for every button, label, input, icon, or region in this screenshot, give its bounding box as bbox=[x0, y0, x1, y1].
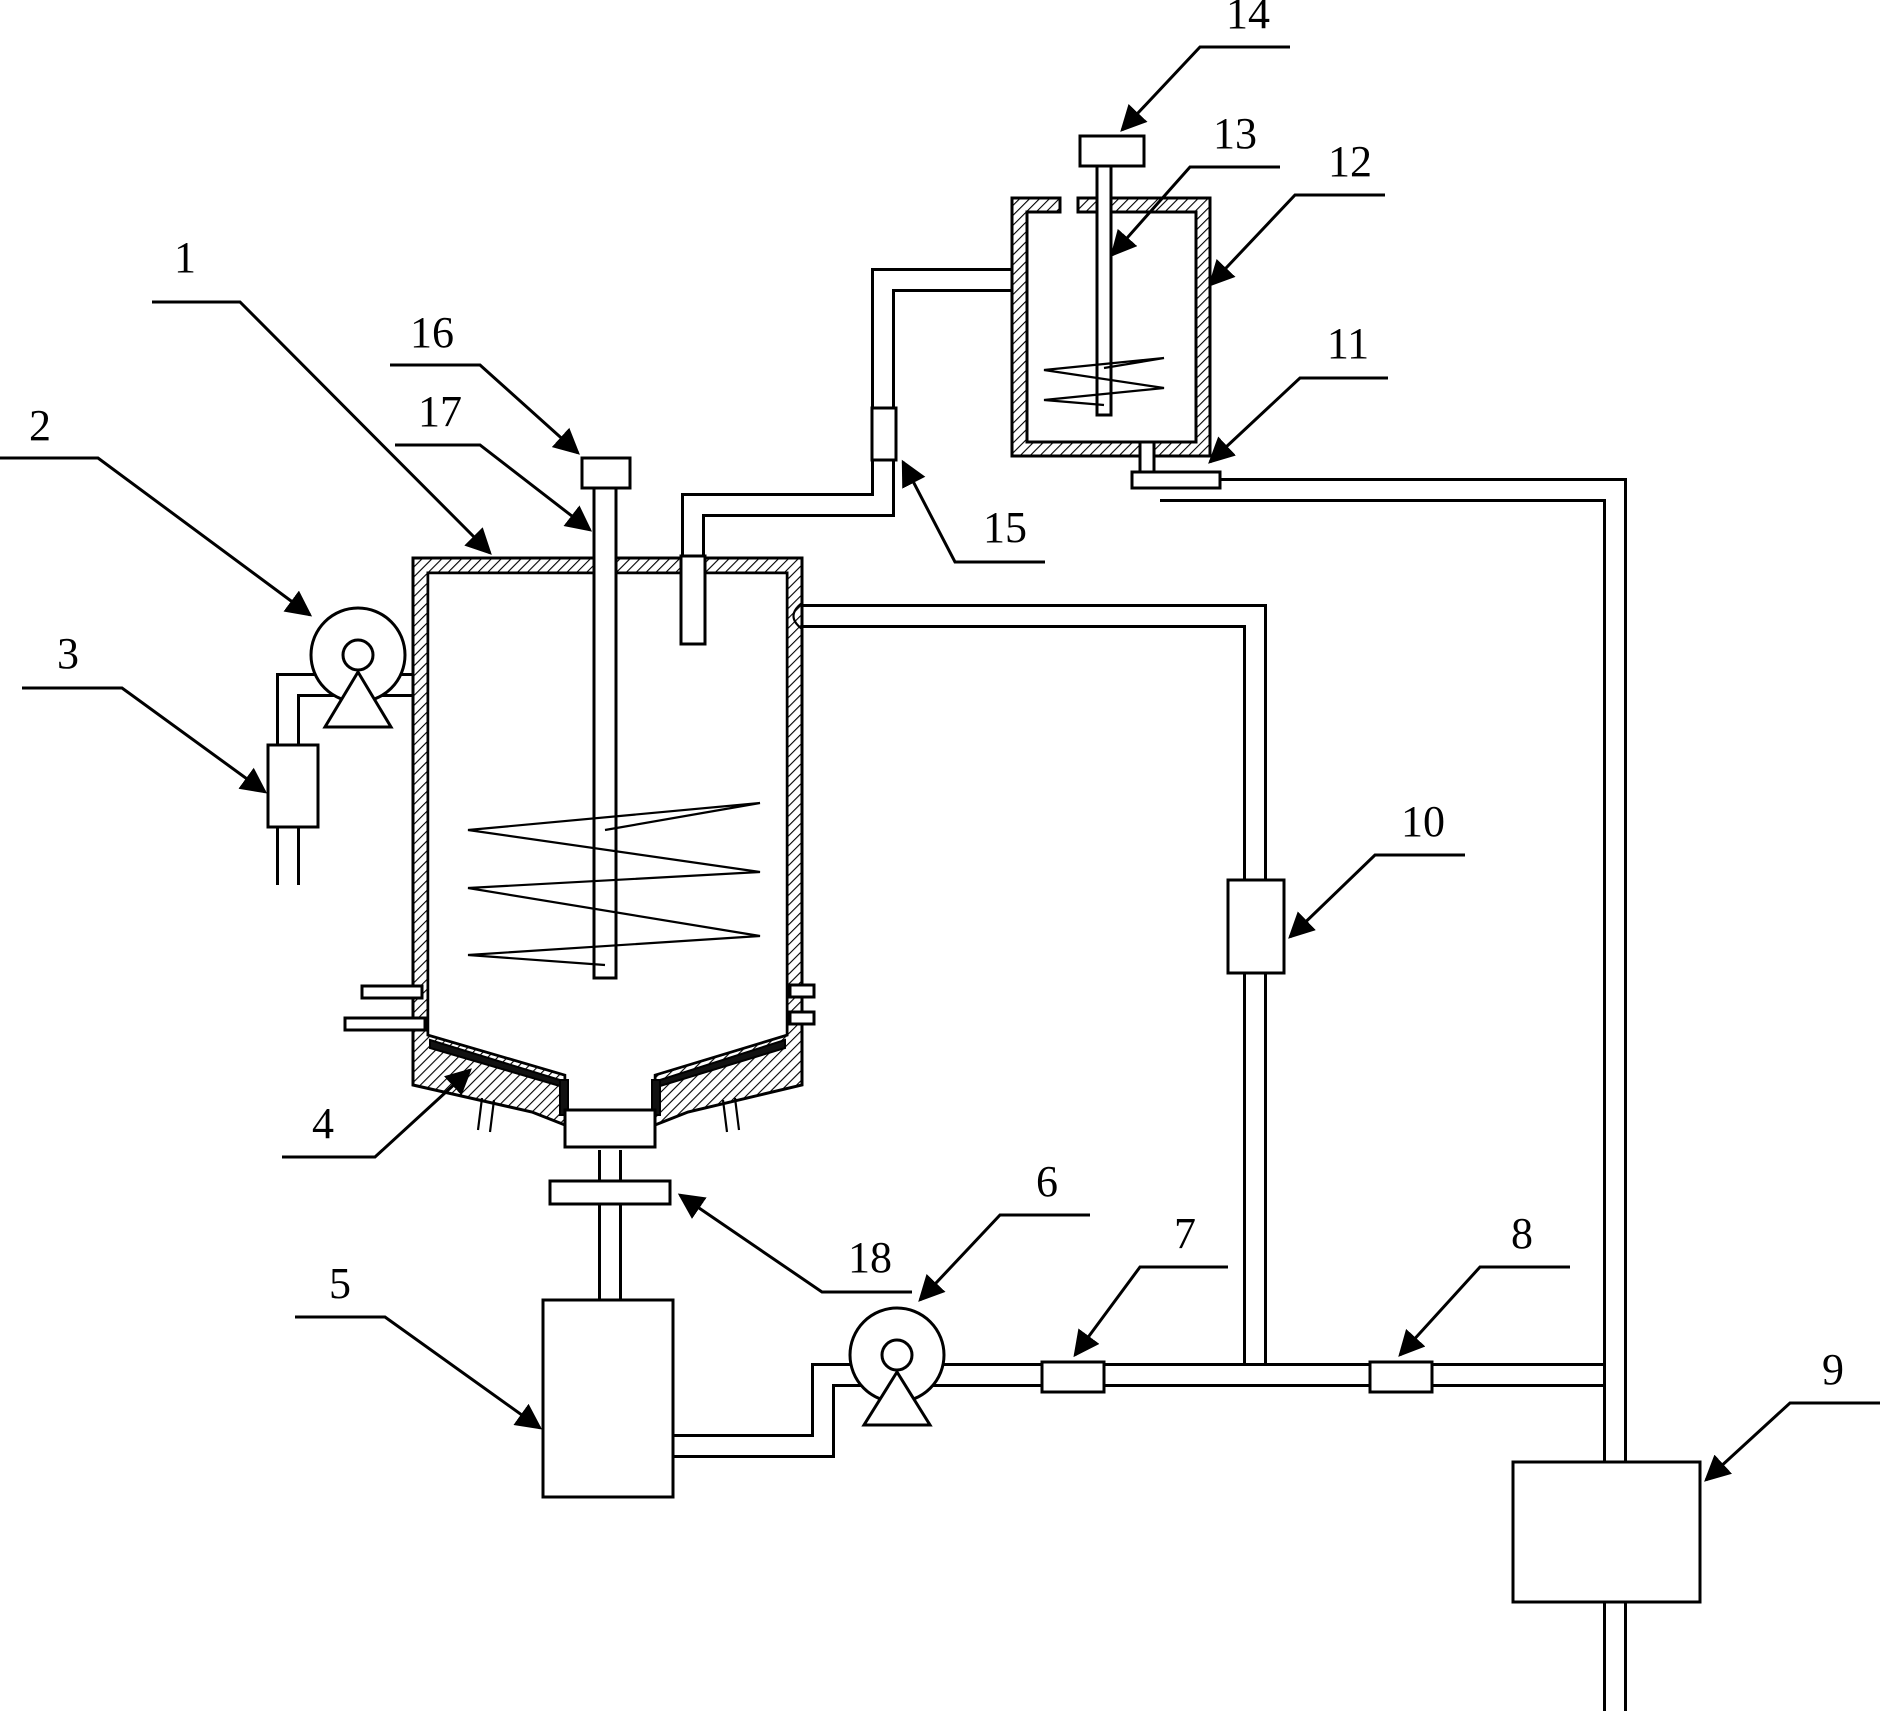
small-stirrer-blade bbox=[1043, 356, 1165, 407]
outlet-valve-11 bbox=[1130, 470, 1222, 490]
label-18: 18 bbox=[848, 1233, 892, 1282]
main-reactor bbox=[343, 456, 816, 1149]
label-10: 10 bbox=[1401, 797, 1445, 846]
flowmeter-10 bbox=[1226, 878, 1286, 975]
pump-2[interactable] bbox=[309, 606, 407, 729]
label-11: 11 bbox=[1327, 319, 1369, 368]
number-labels: 1 2 3 4 5 6 7 8 9 10 11 12 13 14 15 16 1… bbox=[29, 0, 1844, 1394]
valve-7[interactable] bbox=[1040, 1360, 1106, 1394]
label-9: 9 bbox=[1822, 1345, 1844, 1394]
valve-8[interactable] bbox=[1368, 1360, 1434, 1394]
label-6: 6 bbox=[1036, 1157, 1058, 1206]
label-5: 5 bbox=[329, 1259, 351, 1308]
label-7: 7 bbox=[1174, 1209, 1196, 1258]
label-13: 13 bbox=[1213, 109, 1257, 158]
coupling-18 bbox=[548, 1179, 672, 1206]
receiver-box-5 bbox=[541, 1298, 675, 1499]
small-mixing-tank bbox=[1010, 134, 1222, 490]
label-17: 17 bbox=[418, 387, 462, 436]
label-4: 4 bbox=[312, 1099, 334, 1148]
reactor-outlet bbox=[563, 1108, 657, 1149]
label-14: 14 bbox=[1226, 0, 1270, 38]
tank-9 bbox=[1511, 1460, 1702, 1604]
label-8: 8 bbox=[1511, 1209, 1533, 1258]
label-16: 16 bbox=[410, 308, 454, 357]
piping bbox=[276, 268, 1627, 1711]
main-stirrer-shaft-17 bbox=[592, 483, 618, 980]
valve-15[interactable] bbox=[870, 406, 898, 462]
label-15: 15 bbox=[983, 503, 1027, 552]
label-2: 2 bbox=[29, 401, 51, 450]
helical-agitator bbox=[467, 801, 761, 967]
label-3: 3 bbox=[57, 629, 79, 678]
stirrer-motor-16 bbox=[580, 456, 632, 490]
label-12: 12 bbox=[1328, 137, 1372, 186]
leader-lines bbox=[0, 45, 1880, 1482]
item-3 bbox=[266, 743, 320, 829]
label-1: 1 bbox=[174, 233, 196, 282]
pump-6[interactable] bbox=[848, 1306, 946, 1427]
stirrer-motor-14 bbox=[1078, 134, 1146, 168]
